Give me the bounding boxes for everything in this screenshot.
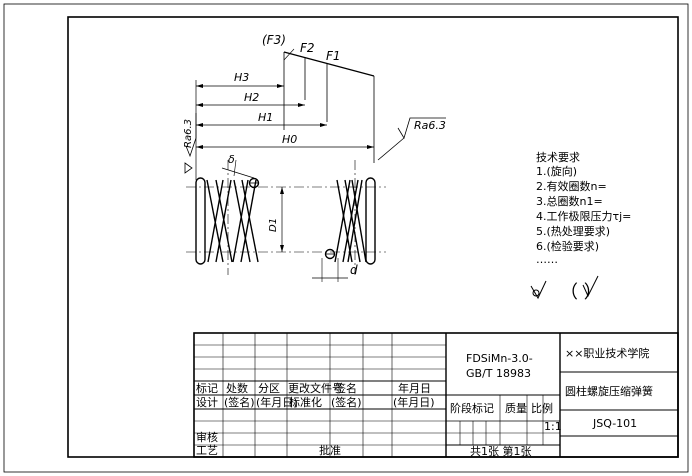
header-cell: 处数 [226, 382, 248, 395]
tech-req-item: 6.(检验要求) [536, 239, 599, 253]
roughness-label-right: Ra6.3 [414, 119, 446, 132]
header-cell: 更改文件号 [288, 381, 343, 395]
spring-drawing [184, 48, 446, 282]
tech-req-item: …… [536, 253, 558, 266]
diameter-label: D1 [268, 218, 279, 232]
scale-value: 1:1 [544, 420, 562, 433]
header-cell: 标记 [196, 381, 218, 395]
pitch-label: δ [228, 153, 235, 166]
header-cell: (签名) [331, 395, 362, 409]
sheet-outer-border [3, 3, 689, 473]
header-cell: 年月日 [398, 381, 431, 395]
tech-req-item: 4.工作极限压力τj= [536, 209, 631, 223]
header-cell: 设计 [196, 396, 218, 409]
height-label-h3: H3 [234, 71, 249, 84]
height-label-h1: H1 [258, 111, 273, 124]
force-label-f3: (F3) [262, 33, 286, 47]
header-cell: 分区 [258, 382, 280, 395]
general-roughness-icon [530, 275, 599, 300]
approve-label: 批准 [319, 443, 341, 457]
review-label: 审核 [196, 430, 218, 444]
force-label-f2: F2 [300, 41, 315, 55]
drawing-number: JSQ-101 [592, 417, 637, 430]
material-spec: FDSiMn-3.0- [466, 352, 533, 365]
part-name: 圆柱螺旋压缩弹簧 [565, 384, 653, 398]
company-name: ××职业技术学院 [565, 346, 649, 360]
tech-req-item: 5.(热处理要求) [536, 225, 610, 238]
tech-req-item: 2.有效圈数n= [536, 179, 607, 193]
process-label: 工艺 [196, 444, 218, 457]
tech-req-title: 技术要求 [536, 151, 580, 164]
roughness-paren: （ ） [560, 282, 602, 303]
tech-req-item: 1.(旋向) [536, 164, 577, 178]
wire-diameter-label: d [350, 263, 358, 277]
header-cell: (年月日) [256, 395, 298, 409]
header-cell: 标准化 [289, 395, 322, 409]
height-label-h2: H2 [244, 91, 259, 104]
scale-label: 比例 [531, 401, 553, 415]
header-cell: 签名 [335, 381, 357, 395]
stage-mark-label: 阶段标记 [450, 401, 494, 415]
force-label-f1: F1 [326, 49, 341, 63]
roughness-label-left: Ra6.3 [183, 119, 194, 148]
header-cell: (年月日) [393, 395, 435, 409]
header-cell: (签名) [224, 395, 255, 409]
mass-label: 质量 [505, 402, 527, 415]
material-standard: GB/T 18983 [466, 367, 531, 380]
height-label-h0: H0 [282, 133, 297, 146]
tech-req-item: 3.总圈数n1= [536, 194, 603, 208]
title-block [193, 332, 679, 458]
sheet-count: 共1张 第1张 [470, 444, 532, 458]
